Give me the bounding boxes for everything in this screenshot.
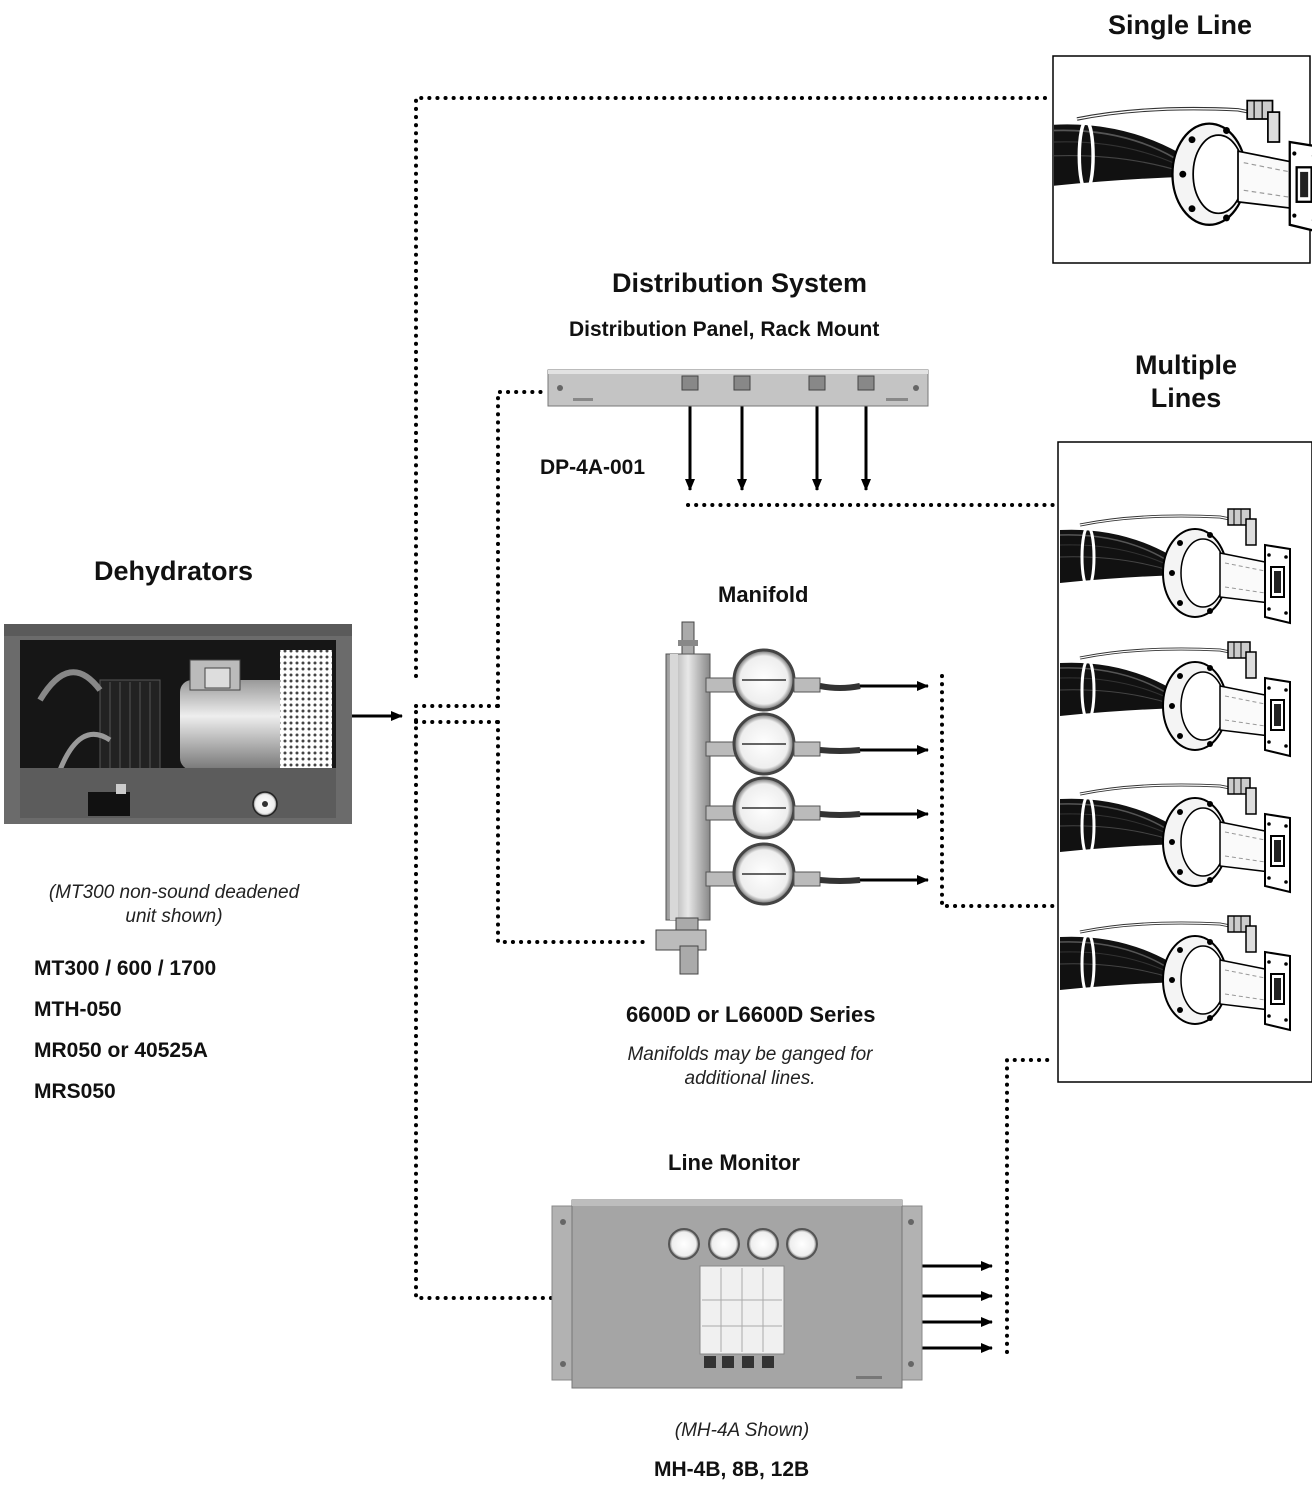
manifold-title: Manifold bbox=[718, 582, 809, 607]
line-monitor-title: Line Monitor bbox=[668, 1150, 800, 1175]
multiple-lines-title-line1: Multiple bbox=[1135, 350, 1237, 380]
line-monitor-models: MH-4B, 8B, 12B bbox=[654, 1458, 810, 1481]
dehydrators-title: Dehydrators bbox=[94, 556, 254, 586]
connector-distribution bbox=[496, 390, 547, 708]
connector-manifold-out bbox=[940, 674, 1055, 908]
manifold-series: 6600D or L6600D Series bbox=[626, 1002, 876, 1027]
dehydrator-model-1: MT300 / 600 / 1700 bbox=[34, 957, 217, 980]
dehydrators-caption-line1: (MT300 non-sound deadened bbox=[48, 882, 300, 903]
distribution-arrows bbox=[685, 392, 871, 491]
monitor-arrows bbox=[922, 1261, 993, 1353]
manifold-note-line1: Manifolds may be ganged for bbox=[627, 1044, 873, 1065]
manifold-arrows bbox=[858, 681, 929, 885]
line-monitor-caption: (MH-4A Shown) bbox=[674, 1420, 810, 1441]
multiple-lines-title: Multiple Lines bbox=[1126, 350, 1246, 414]
connector-manifold bbox=[496, 720, 652, 944]
dehydrator-unit bbox=[4, 624, 352, 824]
distribution-model: DP-4A-001 bbox=[540, 456, 646, 479]
single-line-panel bbox=[1052, 55, 1312, 264]
multiple-lines-title-line2: Lines bbox=[1150, 383, 1222, 413]
dehydrator-model-2: MTH-050 bbox=[34, 998, 122, 1021]
manifold-gauges bbox=[705, 648, 861, 906]
single-line-title: Single Line bbox=[1108, 10, 1253, 40]
connector-lines bbox=[414, 96, 1055, 1354]
distribution-panel bbox=[547, 369, 929, 407]
manifold-unit bbox=[655, 621, 861, 975]
dehydrators-caption-line2: unit shown) bbox=[125, 906, 223, 927]
multiple-lines-panel bbox=[1057, 441, 1312, 1083]
dehydrator-model-4: MRS050 bbox=[34, 1080, 116, 1103]
connector-monitor-out bbox=[1005, 1058, 1055, 1354]
dehydrators-caption: (MT300 non-sound deadened unit shown) bbox=[14, 882, 334, 928]
connector-line-monitor bbox=[414, 710, 562, 1300]
dehydrator-model-3: MR050 or 40525A bbox=[34, 1039, 208, 1062]
manifold-note: Manifolds may be ganged for additional l… bbox=[600, 1044, 900, 1090]
connector-single-line bbox=[414, 96, 1055, 678]
distribution-title: Distribution System bbox=[612, 268, 868, 298]
line-monitor-unit bbox=[551, 1199, 923, 1389]
manifold-note-line2: additional lines. bbox=[684, 1068, 816, 1089]
distribution-subtitle: Distribution Panel, Rack Mount bbox=[569, 318, 880, 341]
